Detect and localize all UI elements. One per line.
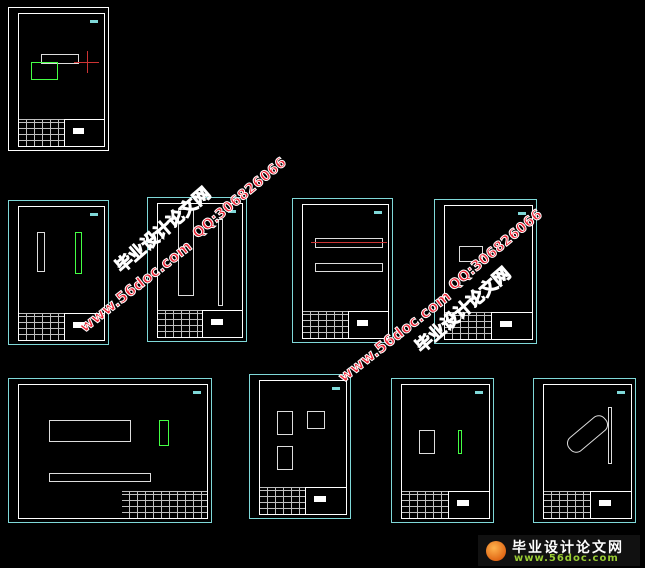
logo-ball-icon: [486, 541, 506, 561]
drawing-sheet-8[interactable]: [391, 378, 494, 523]
drawing-sheet-9[interactable]: [533, 378, 636, 523]
logo-title: 毕业设计论文网: [512, 540, 624, 556]
drawing-sheet-7[interactable]: [249, 374, 351, 519]
site-logo: 毕业设计论文网 www.56doc.com: [478, 535, 640, 566]
drawing-sheet-6[interactable]: [8, 378, 212, 523]
sheet-frame: [18, 13, 105, 147]
drawing-sheet-5[interactable]: [434, 199, 537, 344]
logo-url: www.56doc.com: [514, 553, 619, 564]
drawing-sheet-4[interactable]: [292, 198, 393, 343]
drawing-sheet-3[interactable]: [147, 197, 247, 342]
drawing-sheet-2[interactable]: [8, 200, 109, 345]
drawing-sheet-1[interactable]: [8, 7, 109, 151]
